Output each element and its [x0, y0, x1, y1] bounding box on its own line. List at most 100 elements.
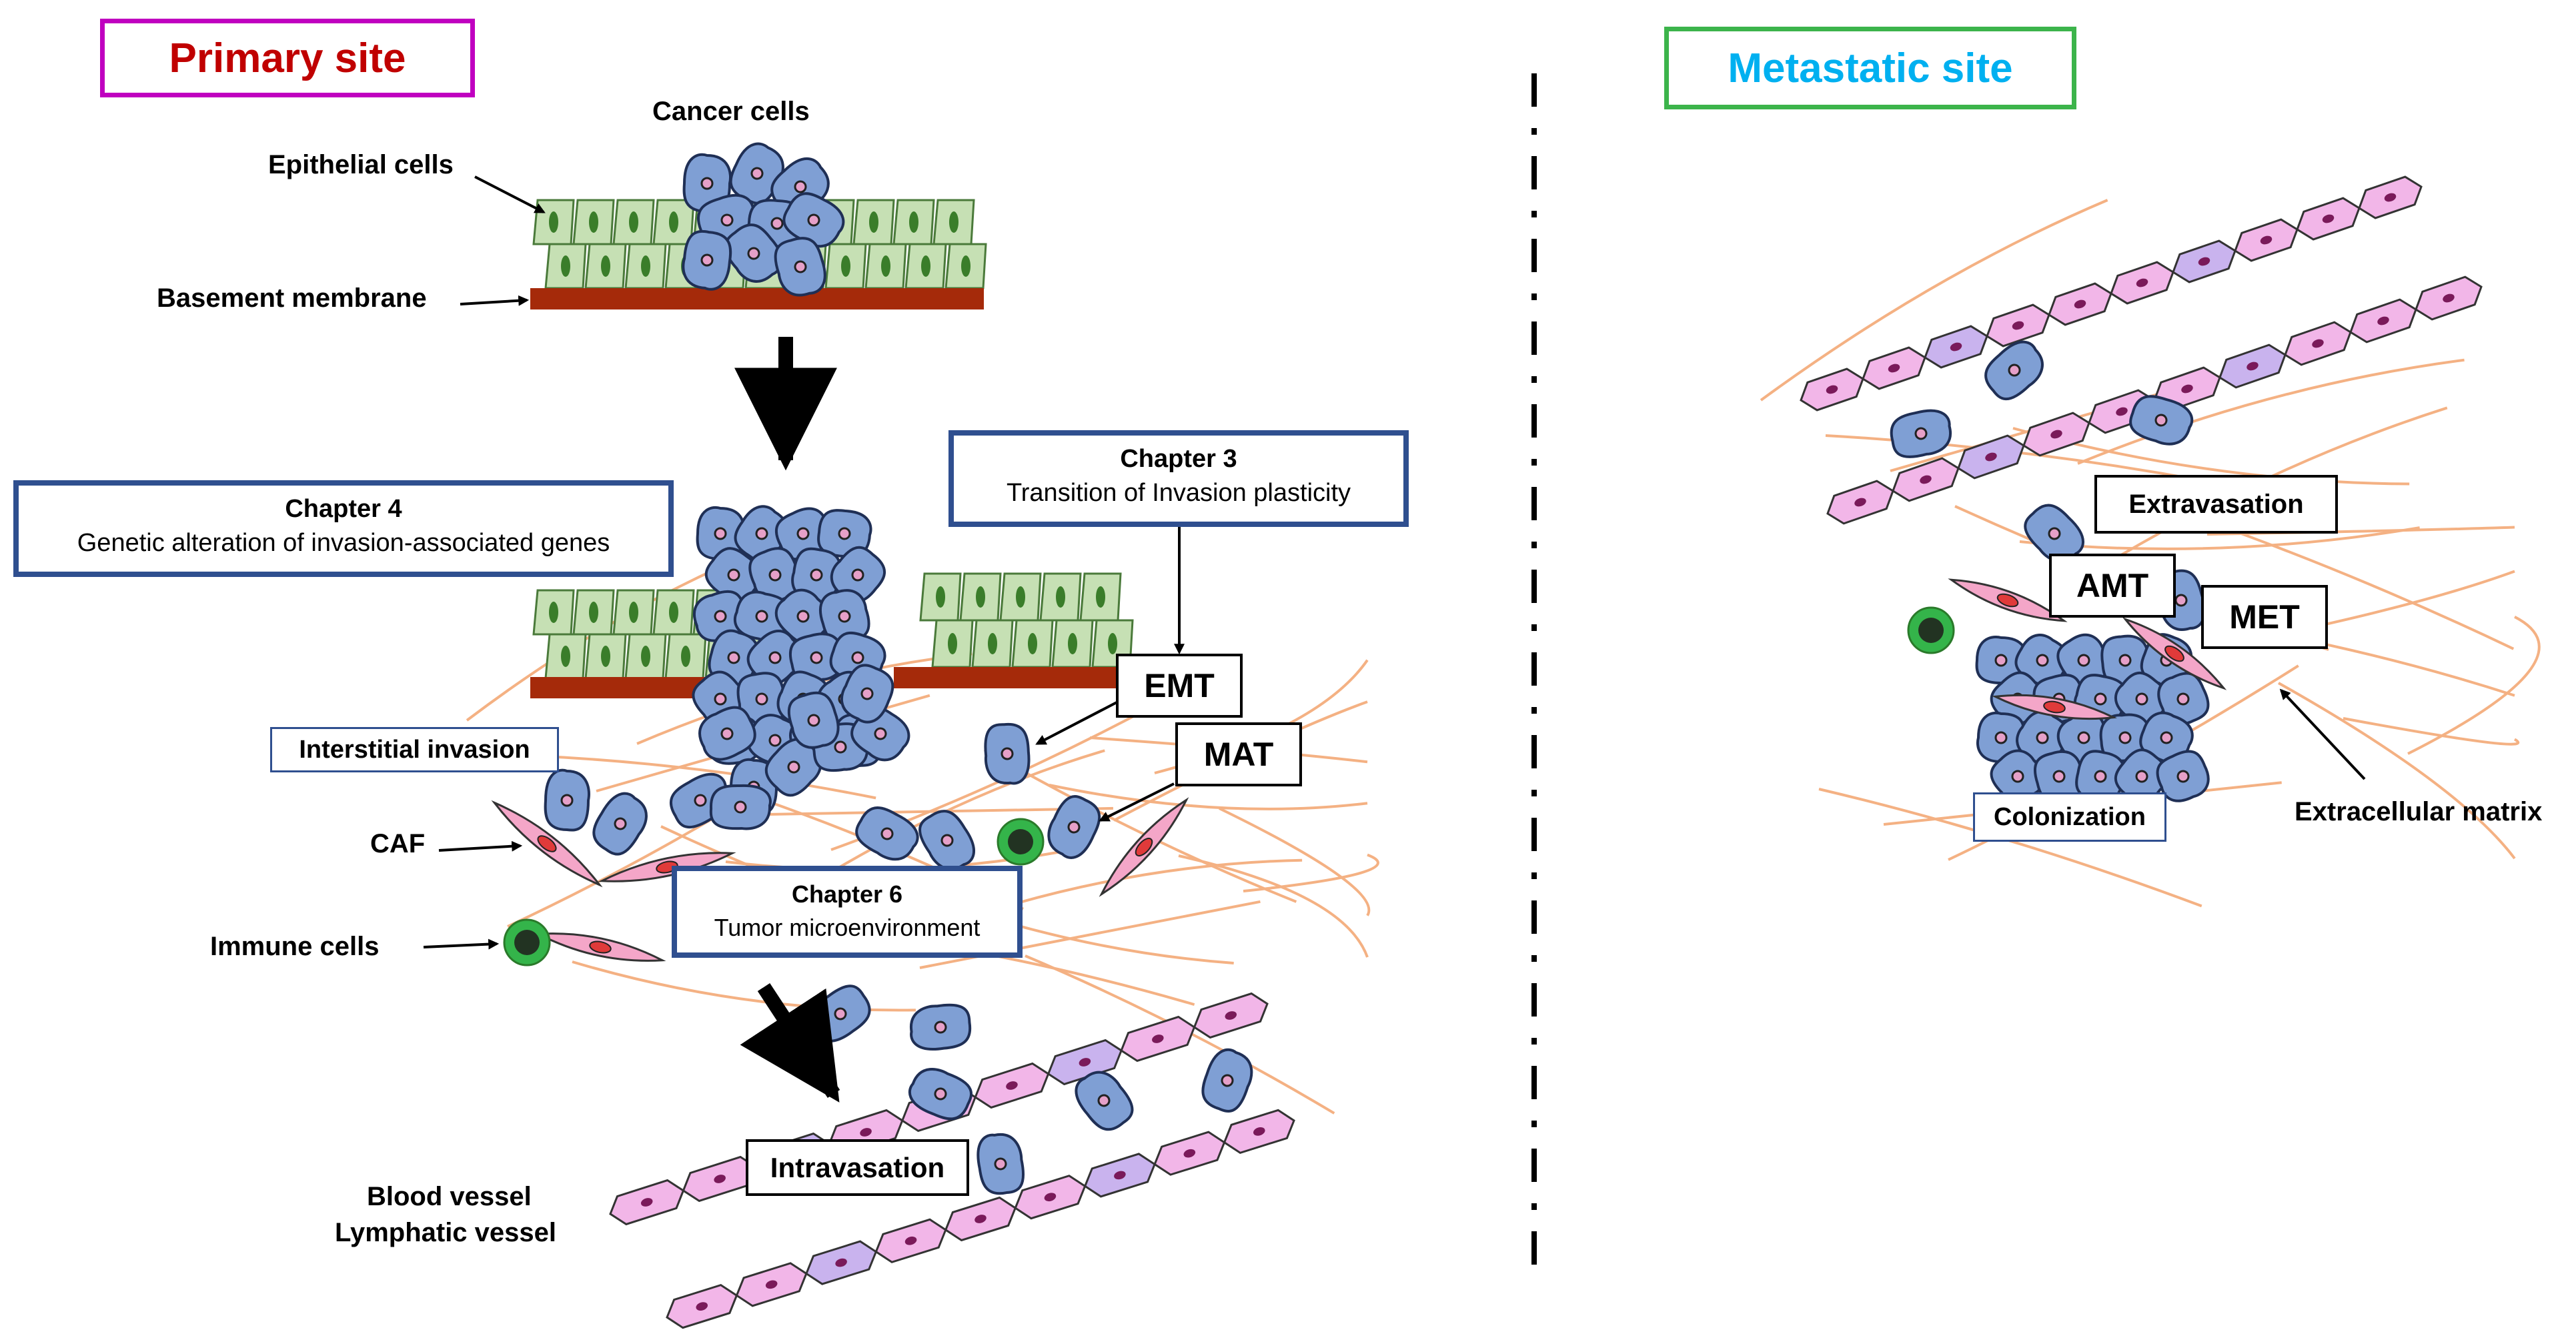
- fiber: [1049, 784, 1368, 810]
- caf-icon: [491, 800, 603, 888]
- basement-membrane-top: [530, 288, 984, 309]
- immune-cells: [503, 606, 1955, 966]
- vessel-cell-icon: [2234, 218, 2299, 262]
- progression-arrow-2: [740, 982, 840, 1103]
- fiber: [2343, 717, 2520, 746]
- vessel-cell-icon: [1153, 1131, 1226, 1176]
- cancer-cell-icon: [682, 153, 732, 213]
- epithelial-cell-icon: [544, 243, 587, 289]
- chapter3-title: Chapter 3: [1120, 445, 1237, 473]
- epithelial-cell-icon: [612, 199, 655, 245]
- cancer-cell-icon: [698, 706, 756, 761]
- vessel-cell-icon: [2296, 197, 2361, 241]
- epithelial-cell-icon: [959, 572, 1002, 622]
- epithelial-cell-icon: [919, 572, 962, 622]
- met-label: MET: [2229, 598, 2300, 636]
- cancer-cell-icon: [984, 723, 1031, 785]
- metastatic-site-title-box: Metastatic site: [1664, 27, 2076, 109]
- vessel-cell-icon: [2218, 344, 2287, 389]
- fiber: [1243, 853, 1379, 892]
- vessel-cell-icon: [1800, 368, 1864, 412]
- epithelial-cell-icon: [971, 619, 1014, 668]
- epithelial-cell-icon: [904, 243, 947, 289]
- chapter3-box: Chapter 3 Transition of Invasion plastic…: [948, 430, 1409, 527]
- epithelial-cell-icon: [572, 199, 615, 245]
- vessel-cell-icon: [1193, 992, 1269, 1039]
- metastatic-site-title: Metastatic site: [1728, 45, 2013, 91]
- epithelial-cell-icon: [532, 199, 575, 245]
- emt-box: EMT: [1116, 654, 1243, 718]
- epithelial-cell-icon: [852, 199, 895, 245]
- met-box: MET: [2201, 585, 2328, 649]
- arrow-ecm: [2279, 688, 2366, 780]
- vessel-cell-icon: [1120, 1015, 1196, 1063]
- caf-icon: [1099, 797, 1189, 897]
- intravasation-box: Intravasation: [746, 1139, 969, 1196]
- cancer-cell-icon: [2156, 750, 2210, 802]
- arrow-emt: [1035, 699, 1121, 745]
- interstitial-invasion-label: Interstitial invasion: [299, 735, 530, 764]
- vessel-cell-icon: [2110, 261, 2174, 305]
- cancer-cell-icon: [810, 984, 871, 1043]
- label-vessel-line1: Blood vessel: [367, 1182, 532, 1211]
- vessel-cell-icon: [735, 1262, 808, 1307]
- cancer-cell-icon: [1990, 749, 2045, 804]
- vessel-cell-icon: [974, 1062, 1050, 1109]
- fiber: [1219, 807, 1371, 916]
- vessel-cell-icon: [944, 1196, 1017, 1242]
- mat-box: MAT: [1175, 722, 1302, 786]
- vessel-cell-icon: [666, 1283, 738, 1329]
- intravasation-label: Intravasation: [770, 1151, 945, 1183]
- cancer-cell-icon: [830, 546, 886, 604]
- epithelial-cell-icon: [532, 589, 575, 636]
- vessel-cell-icon: [2349, 298, 2417, 344]
- cancer-cell-icon: [787, 691, 840, 749]
- vessel-cell-icon: [1223, 1109, 1295, 1155]
- epithelial-cell-icon: [1039, 572, 1082, 622]
- epithelial-cell-icon: [612, 589, 655, 636]
- vessel-cell-icon: [1862, 346, 1926, 390]
- caf-icon: [1948, 578, 2068, 622]
- epithelial-cell-icon: [1051, 619, 1094, 668]
- cancer-cell-icon: [840, 664, 894, 724]
- epithelial-cell-icon: [892, 199, 935, 245]
- primary-site-title-box: Primary site: [100, 19, 475, 97]
- cancer-cell-icon: [1984, 340, 2044, 401]
- chapter6-text: Tumor microenvironment: [714, 914, 981, 941]
- fiber: [1178, 854, 1369, 958]
- fiber: [2077, 358, 2465, 465]
- epithelial-cell-icon: [624, 633, 667, 680]
- mat-label: MAT: [1203, 736, 1274, 773]
- cancer-cell-icon: [1075, 1071, 1134, 1131]
- vessel-cell-icon: [1826, 480, 1894, 525]
- arrow-mat: [1099, 782, 1175, 822]
- amt-label: AMT: [2076, 567, 2149, 604]
- vessel-cell-icon: [1083, 1153, 1156, 1198]
- vessel-cell-icon: [2172, 239, 2236, 283]
- label-extracellular-matrix: Extracellular matrix: [2295, 797, 2543, 826]
- epithelial-cell-icon: [944, 243, 987, 289]
- vessel-cell-icon: [2358, 175, 2423, 219]
- chapter4-title: Chapter 4: [285, 495, 402, 523]
- epithelial-cell-icon: [664, 633, 707, 680]
- chapter3-text: Transition of Invasion plasticity: [1006, 479, 1351, 507]
- epithelial-cell-icon: [1011, 619, 1054, 668]
- cancer-cell-icon: [774, 237, 826, 297]
- caf-icon: [2122, 617, 2227, 690]
- chapter4-text: Genetic alteration of invasion-associate…: [77, 529, 610, 557]
- arrow-epithelial: [474, 175, 546, 213]
- epithelial-cell-icon: [864, 243, 907, 289]
- basement-membrane-right: [894, 667, 1121, 688]
- epithelial-cell-icon: [931, 619, 974, 668]
- label-caf: CAF: [370, 829, 426, 858]
- immune-cell-icon: [1907, 606, 1955, 654]
- epithelial-cell-icon: [652, 199, 695, 245]
- vessel-cell-icon: [1924, 325, 1988, 369]
- chapter6-box: Chapter 6 Tumor microenvironment: [672, 866, 1023, 958]
- primary-site-title: Primary site: [169, 35, 406, 81]
- epithelial-cell-icon: [572, 589, 615, 636]
- arrow-caf: [438, 840, 523, 852]
- caf-icon: [1992, 694, 2117, 720]
- fiber: [2278, 682, 2516, 860]
